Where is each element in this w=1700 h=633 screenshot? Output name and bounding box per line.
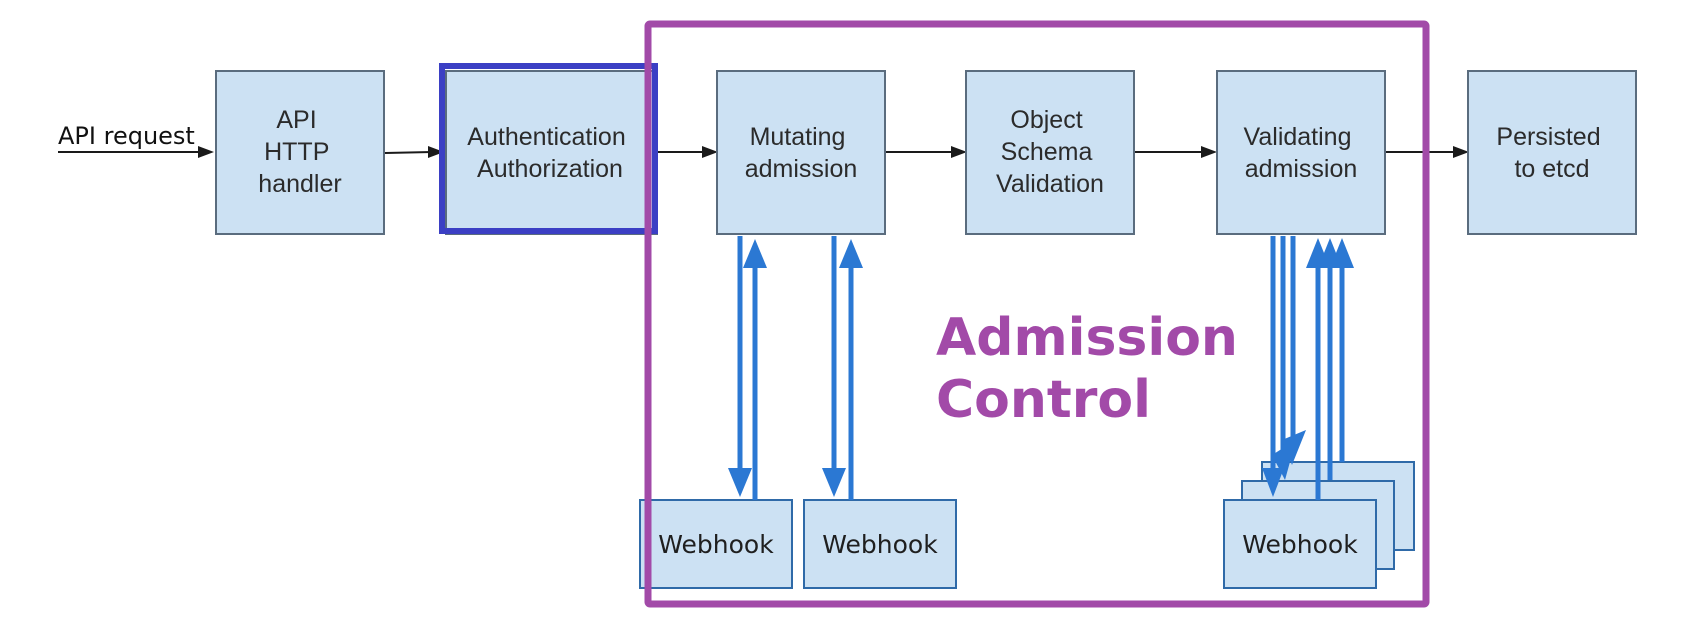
- authentication-highlight: [439, 63, 658, 234]
- stage-label-line: Object: [1010, 106, 1082, 134]
- stage-box-persisted-to-etcd: [1467, 70, 1637, 235]
- arrow-head: [951, 146, 967, 158]
- stage-label-line: API: [276, 106, 316, 134]
- stage-label-object-schema-validation: Object Schema Validation: [996, 106, 1104, 198]
- stage-label-validating-admission: Validating admission: [1244, 123, 1359, 183]
- stage-label-line: Validating: [1244, 123, 1352, 151]
- stage-box-validating-admission: [1216, 70, 1386, 235]
- arrow-head: [1330, 238, 1354, 268]
- arrow-head: [1453, 146, 1469, 158]
- webhook-label-3: Webhook: [1242, 530, 1358, 559]
- webhook-labels: Webhook Webhook Webhook: [658, 530, 1358, 559]
- stage-label-line: Authorization: [477, 155, 623, 183]
- stage-box-api-http-handler: [215, 70, 385, 235]
- stage-label-line: Persisted: [1496, 123, 1600, 151]
- stage-label-line: Schema: [1001, 138, 1093, 166]
- flow-arrows: [58, 146, 1469, 158]
- admission-control-group: [644, 20, 1430, 608]
- arrow-head: [839, 239, 863, 268]
- stage-box-authentication-authorization: [445, 70, 658, 235]
- stage-labels: API HTTP handler Authentication Authoriz…: [258, 106, 1607, 198]
- stage-label-authentication-authorization: Authentication Authorization: [467, 123, 632, 183]
- stage-label-mutating-admission: Mutating admission: [745, 123, 858, 183]
- webhook-label-1: Webhook: [658, 530, 774, 559]
- arrow-head: [1262, 468, 1284, 497]
- stage-label-line: Mutating: [750, 123, 846, 151]
- webhook-box-2: [803, 499, 957, 589]
- arrow-head: [1201, 146, 1217, 158]
- stage-label-line: admission: [1245, 155, 1358, 183]
- arrow-head: [428, 146, 444, 158]
- stage-box-object-schema-validation: [965, 70, 1135, 235]
- stage-label-persisted-to-etcd: Persisted to etcd: [1496, 123, 1607, 183]
- api-request-label: API request: [58, 122, 195, 150]
- stage-label-line: admission: [745, 155, 858, 183]
- stage-label-api-http-handler: API HTTP handler: [258, 106, 341, 198]
- admission-label-line: Control: [936, 370, 1151, 430]
- arrow-head: [1282, 430, 1306, 465]
- webhook-box-1: [639, 499, 793, 589]
- arrow-head: [728, 468, 752, 497]
- stage-box-mutating-admission: [716, 70, 886, 235]
- stage-boxes: [215, 70, 1637, 235]
- stage-label-line: Authentication: [467, 123, 625, 151]
- arrow-head: [702, 146, 718, 158]
- webhook-label-2: Webhook: [822, 530, 938, 559]
- stage-label-line: handler: [258, 170, 341, 198]
- arrow-head: [822, 468, 846, 497]
- admission-control-label: Admission Control: [936, 308, 1256, 430]
- webhook-call-arrows: [728, 236, 1354, 500]
- arrow-handler-to-auth: [384, 151, 433, 154]
- arrow-head: [198, 146, 214, 158]
- stage-label-line: to etcd: [1514, 155, 1589, 183]
- admission-label-line: Admission: [936, 308, 1238, 368]
- webhook-box-3: [1223, 499, 1377, 589]
- arrow-head: [743, 239, 767, 268]
- stage-label-line: Validation: [996, 170, 1104, 198]
- stage-label-line: HTTP: [264, 138, 329, 166]
